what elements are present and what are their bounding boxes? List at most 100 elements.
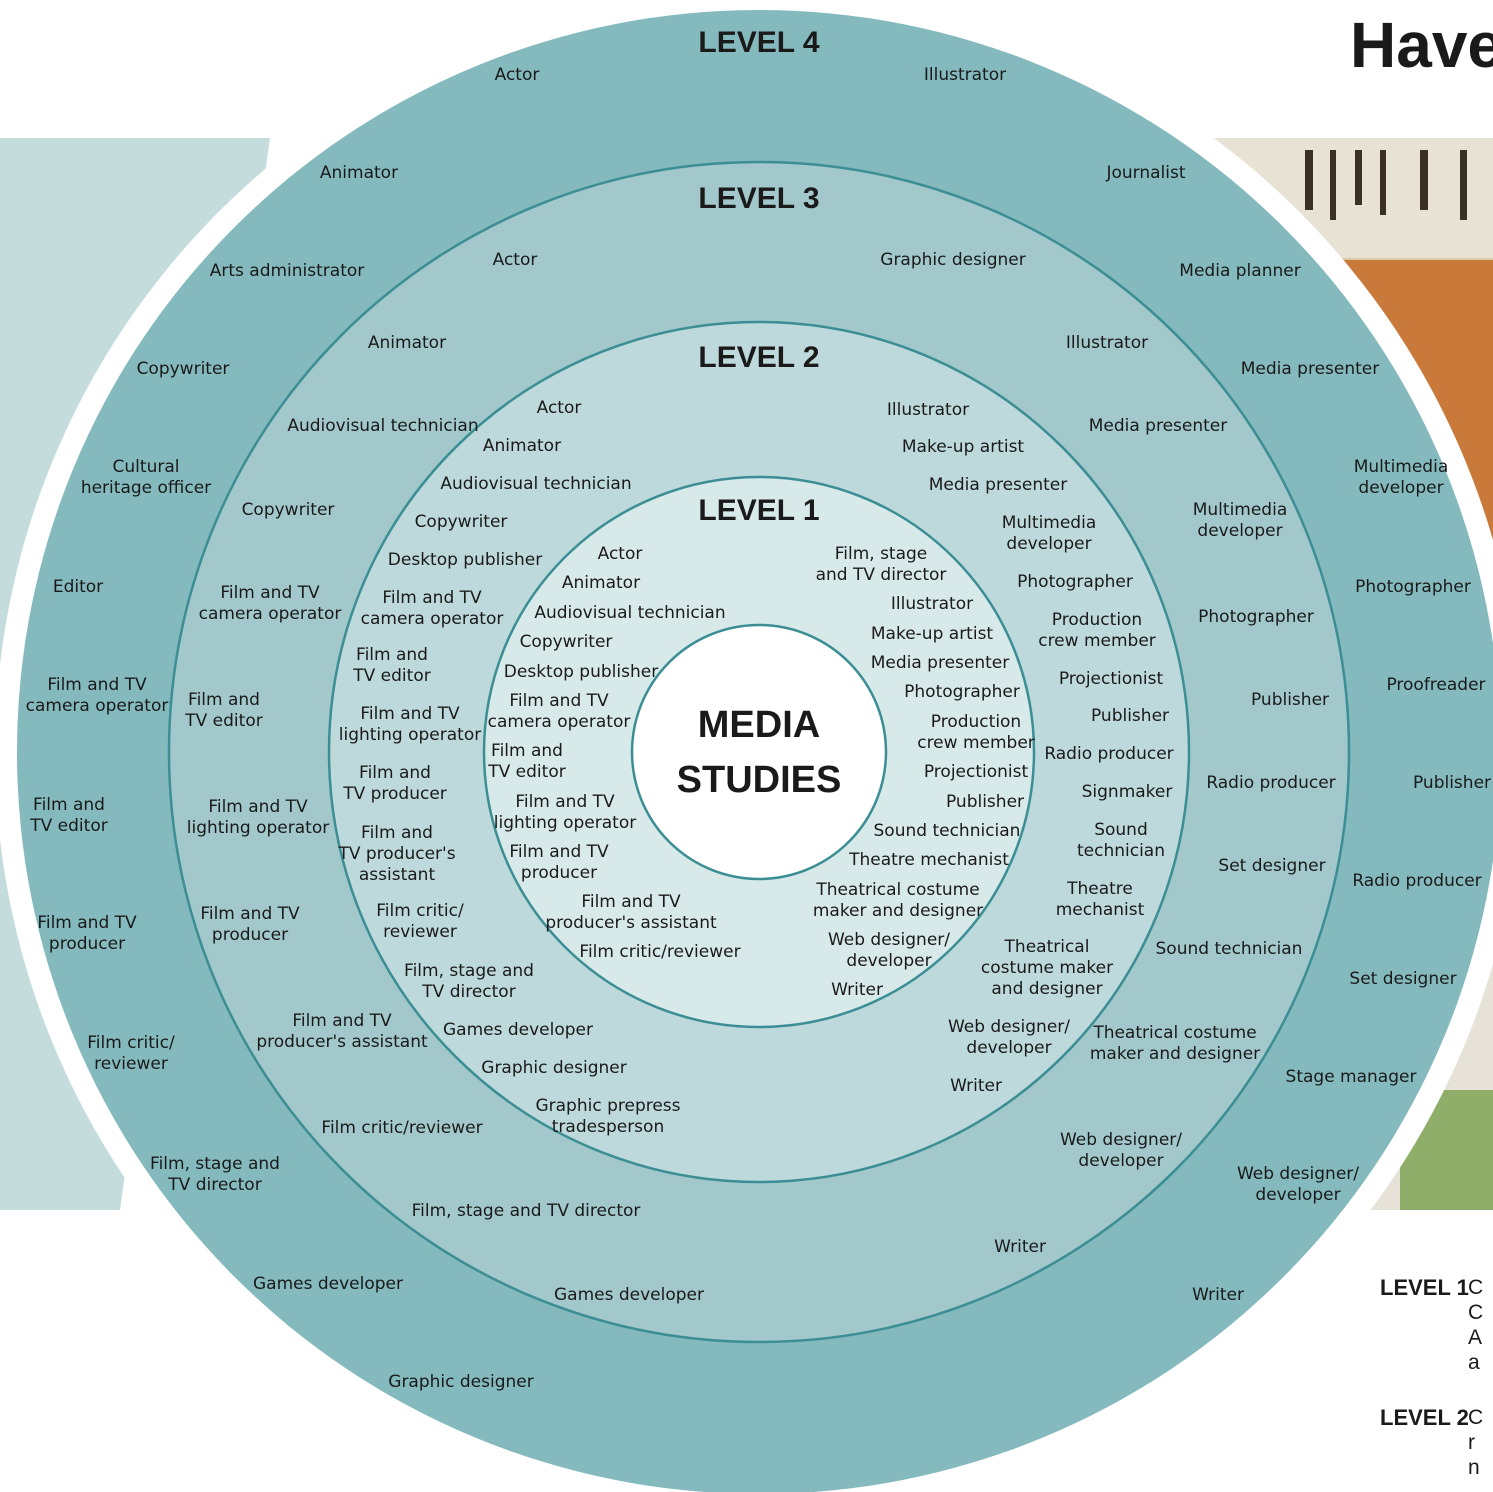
career-label: Illustrator [887,400,969,420]
career-label: Graphic designer [481,1058,626,1078]
page-heading: Have [1350,9,1493,81]
career-label: Stage manager [1286,1067,1417,1087]
career-label: Animator [368,333,446,353]
career-label: Media planner [1179,261,1300,281]
career-label: Publisher [1251,690,1329,710]
career-label: Arts administrator [210,261,365,281]
level-title: LEVEL 4 [698,26,819,59]
legend-line: n [1468,1456,1480,1479]
legend-line: A [1468,1326,1483,1349]
career-label: Radio producer [1206,773,1335,793]
career-label: Media presenter [1241,359,1380,379]
career-label: Film critic/reviewer [321,1118,482,1138]
career-label: Publisher [946,792,1024,812]
legend-line: C [1468,1276,1484,1299]
career-label: Web designer/developer [948,1017,1070,1058]
career-label: Graphic designer [388,1372,533,1392]
career-label: Illustrator [891,594,973,614]
career-label: Projectionist [1059,669,1164,689]
center-title-line-1: MEDIA [698,704,820,746]
career-label: Publisher [1091,706,1169,726]
legend-key: LEVEL 2 [1380,1405,1469,1430]
career-label: Photographer [904,682,1020,702]
career-label: Editor [53,577,103,597]
career-label: Copywriter [415,512,508,532]
legend-line: C [1468,1301,1484,1324]
career-label: Make-up artist [902,437,1025,457]
career-label: Illustrator [1066,333,1148,353]
career-label: Actor [493,250,538,270]
career-label: Actor [598,544,643,564]
legend-line: C [1468,1406,1484,1429]
career-label: Copywriter [242,500,335,520]
career-label: Sound technician [874,821,1021,841]
career-label: Make-up artist [871,624,994,644]
career-label: Set designer [1218,856,1325,876]
career-label: Signmaker [1082,782,1173,802]
career-label: Film critic/reviewer [87,1033,175,1074]
career-label: Games developer [443,1020,593,1040]
career-label: Theatre mechanist [848,850,1009,870]
career-label: Projectionist [924,762,1029,782]
legend-key: LEVEL 1 [1380,1275,1469,1300]
career-label: Writer [1192,1285,1244,1305]
career-label: Publisher [1413,773,1491,793]
career-label: Games developer [554,1285,704,1305]
career-label: Journalist [1105,163,1185,183]
career-label: Audiovisual technician [534,603,725,623]
career-label: Web designer/developer [1237,1164,1359,1205]
career-label: Games developer [253,1274,403,1294]
career-label: Actor [537,398,582,418]
level-title: LEVEL 2 [698,341,819,374]
center-title-line-2: STUDIES [677,759,842,801]
level-title: LEVEL 1 [698,494,819,527]
career-label: Photographer [1017,572,1133,592]
career-label: Photographer [1355,577,1471,597]
career-label: Proofreader [1386,675,1485,695]
career-label: Animator [320,163,398,183]
career-label: Web designer/developer [1060,1130,1182,1171]
career-label: Copywriter [137,359,230,379]
career-label: Media presenter [871,653,1010,673]
career-label: Set designer [1349,969,1456,989]
career-label: Actor [495,65,540,85]
career-label: Animator [483,436,561,456]
center-circle [630,623,888,881]
career-label: Writer [950,1076,1002,1096]
career-label: Audiovisual technician [440,474,631,494]
career-label: Media presenter [929,475,1068,495]
career-label: Graphic designer [880,250,1025,270]
legend-line: a [1468,1351,1480,1374]
